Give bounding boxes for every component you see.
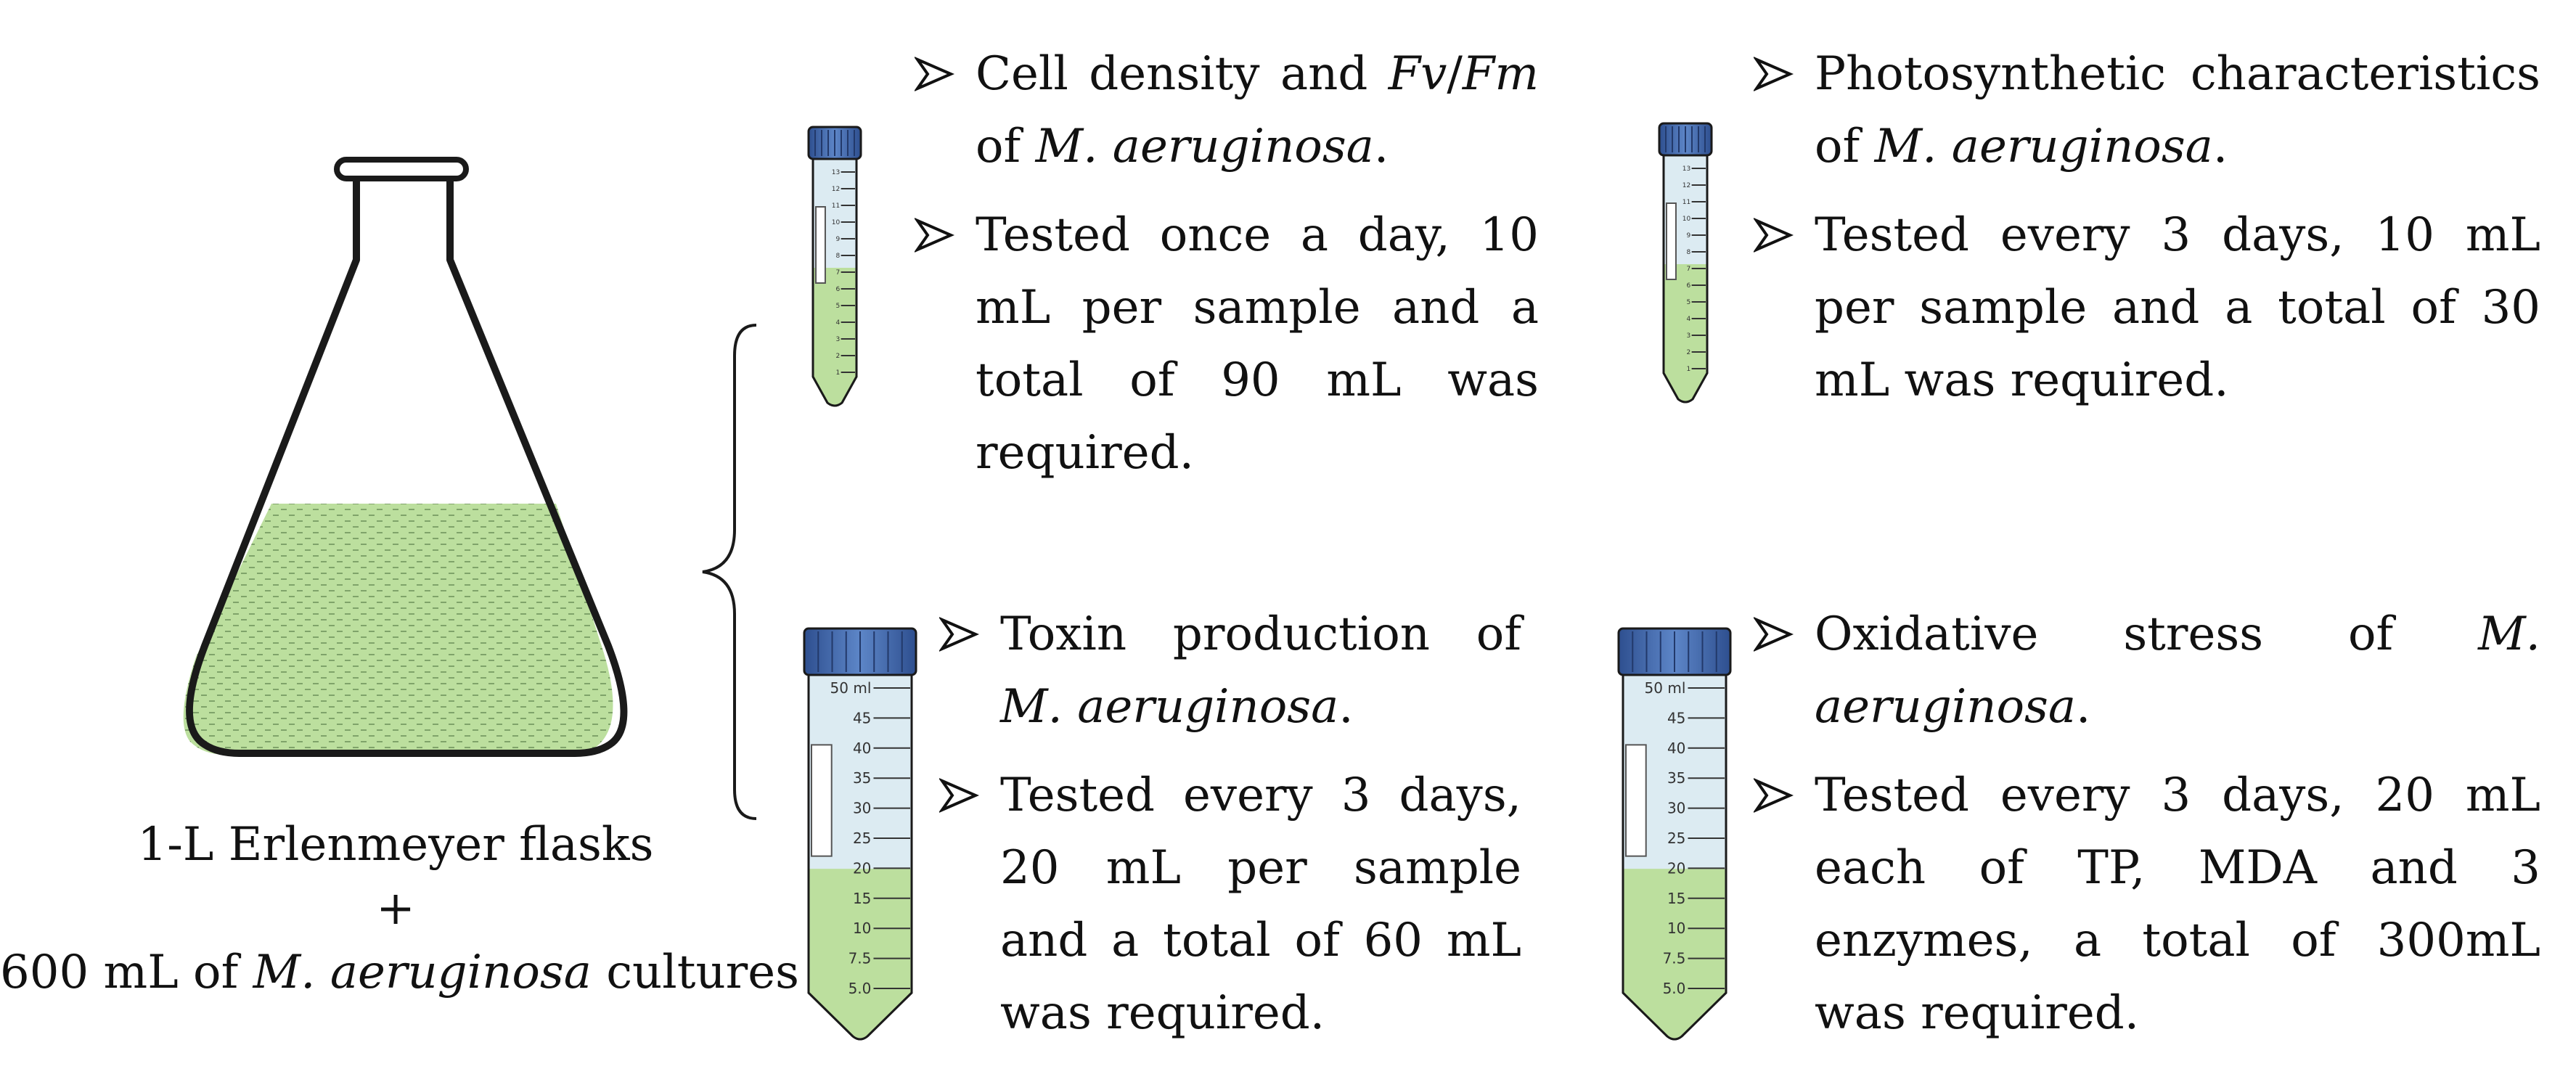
- centrifuge-tube-icon: 13 12 11 10 9 8 7 6 5 4 3 2 1: [1658, 122, 1713, 404]
- tube-graduation-label: 15: [1667, 890, 1685, 907]
- tube-graduation-label: 5: [835, 303, 840, 310]
- tube-graduation-label: 20: [853, 859, 871, 877]
- tube-label-window: [811, 744, 833, 857]
- curly-brace-icon: [702, 324, 757, 820]
- tube-graduation-label: 3: [1686, 332, 1690, 340]
- tube-label-window: [1666, 202, 1677, 280]
- panel-item: Toxin production of M. aeruginosa.: [933, 598, 1521, 743]
- tube-graduation-label: 7: [835, 269, 840, 277]
- panel-oxidative: Oxidative stress of M. aeruginosa. Teste…: [1748, 598, 2540, 1049]
- arrowhead-bullet-icon: [1754, 199, 1794, 271]
- tube-graduation-label: 9: [1686, 232, 1690, 239]
- panel-item: Cell density and Fv/Fm of M. aeruginosa.: [909, 38, 1539, 183]
- tube-graduation-label: 30: [1667, 800, 1685, 817]
- tube-graduation-label: 35: [1667, 769, 1685, 787]
- tube-outline: [1622, 673, 1727, 1041]
- tube-graduation-label: 1: [835, 369, 840, 377]
- tube-liquid: [1664, 264, 1707, 402]
- panel-item: Tested every 3 days, 20 mL per sample an…: [933, 759, 1521, 1049]
- centrifuge-tube-icon: 50 ml 45 40 35 30 25 20 15 10 7.5 5.0: [803, 627, 917, 1041]
- tube-graduation-label: 40: [853, 740, 871, 757]
- tube-graduation-label: 50 ml: [1645, 679, 1686, 697]
- flask-culture: [183, 504, 613, 755]
- tube-liquid: [813, 268, 856, 406]
- arrowhead-bullet-icon: [915, 38, 955, 110]
- tube-graduation-label: 10: [832, 219, 841, 226]
- tube-graduation-label: 15: [853, 890, 871, 907]
- tube-graduation-label: 25: [1667, 830, 1685, 847]
- tube-graduation-label: 8: [835, 253, 840, 260]
- tube-graduation-label: 7.5: [1663, 950, 1686, 967]
- tube-graduation-label: 45: [853, 709, 871, 726]
- tube-graduation-label: 6: [1686, 282, 1690, 290]
- centrifuge-tube-icon: 50 ml 45 40 35 30 25 20 15 10 7.5 5.0: [1617, 627, 1732, 1041]
- tube-graduation-label: 5.0: [849, 980, 872, 997]
- panel-cell-density: Cell density and Fv/Fm of M. aeruginosa.…: [909, 38, 1539, 489]
- arrowhead-bullet-icon: [915, 199, 955, 271]
- arrowhead-bullet-icon: [939, 598, 980, 671]
- tube-graduation-label: 40: [1667, 740, 1685, 757]
- tube-graduation-label: 13: [832, 169, 840, 176]
- tube-graduation-label: 35: [853, 769, 871, 787]
- panel-item: Tested once a day, 10 mL per sample and …: [909, 199, 1539, 489]
- tube-graduation-label: 4: [835, 319, 840, 327]
- tube-graduation-label: 20: [1667, 859, 1685, 877]
- tube-graduation-label: 4: [1686, 316, 1690, 323]
- tube-graduation-label: 2: [835, 353, 840, 360]
- flask-caption: 1-L Erlenmeyer flasks + 600 mL of M. aer…: [0, 813, 799, 1004]
- tube-graduation-label: 12: [1682, 182, 1690, 189]
- panel-item: Tested every 3 days, 20 mL each of TP, M…: [1748, 759, 2540, 1049]
- arrowhead-bullet-icon: [939, 759, 980, 832]
- tube-outline: [1662, 154, 1709, 404]
- tube-graduation-label: 9: [835, 236, 840, 243]
- caption-line-2: +: [376, 882, 415, 935]
- panel-item: Photosynthetic characteristics of M. aer…: [1748, 38, 2540, 183]
- tube-graduation-label: 2: [1686, 349, 1690, 356]
- tube-graduation-label: 11: [832, 202, 840, 210]
- tube-graduation-label: 7.5: [849, 950, 872, 967]
- tube-graduation-label: 30: [853, 800, 871, 817]
- tube-label-window: [815, 206, 826, 284]
- tube-graduation-label: 12: [832, 186, 840, 193]
- tube-graduation-label: 8: [1686, 249, 1690, 256]
- tube-graduation-label: 10: [1667, 919, 1685, 937]
- tube-graduation-label: 25: [853, 830, 871, 847]
- tube-graduation-label: 6: [835, 286, 840, 293]
- tube-graduation-label: 45: [1667, 709, 1685, 726]
- panel-item: Oxidative stress of M. aeruginosa.: [1748, 598, 2540, 743]
- caption-line-1: 1-L Erlenmeyer flasks: [137, 818, 654, 872]
- arrowhead-bullet-icon: [1754, 598, 1794, 671]
- tube-graduation-label: 3: [835, 336, 840, 343]
- erlenmeyer-flask-icon: [183, 157, 628, 757]
- panel-toxin: Toxin production of M. aeruginosa. Teste…: [933, 598, 1521, 1049]
- panel-photosynthetic: Photosynthetic characteristics of M. aer…: [1748, 38, 2540, 417]
- tube-graduation-label: 1: [1686, 366, 1690, 373]
- tube-graduation-label: 7: [1686, 266, 1690, 273]
- tube-graduation-label: 5.0: [1663, 980, 1686, 997]
- arrowhead-bullet-icon: [1754, 38, 1794, 110]
- tube-label-window: [1625, 744, 1647, 857]
- caption-line-3: 600 mL of M. aeruginosa cultures: [0, 946, 799, 999]
- tube-outline: [811, 157, 858, 407]
- tube-graduation-label: 11: [1682, 199, 1690, 206]
- tube-graduation-label: 13: [1682, 165, 1690, 173]
- flask-outline: [186, 173, 628, 757]
- tube-graduation-label: 10: [853, 919, 871, 937]
- arrowhead-bullet-icon: [1754, 759, 1794, 832]
- flask-rim: [334, 157, 469, 181]
- tube-graduation-label: 5: [1686, 299, 1690, 306]
- tube-outline: [807, 673, 913, 1041]
- tube-graduation-label: 10: [1682, 216, 1691, 223]
- panel-item: Tested every 3 days, 10 mL per sample an…: [1748, 199, 2540, 417]
- tube-graduation-label: 50 ml: [830, 679, 872, 697]
- centrifuge-tube-icon: 13 12 11 10 9 8 7 6 5 4 3 2 1: [807, 126, 862, 407]
